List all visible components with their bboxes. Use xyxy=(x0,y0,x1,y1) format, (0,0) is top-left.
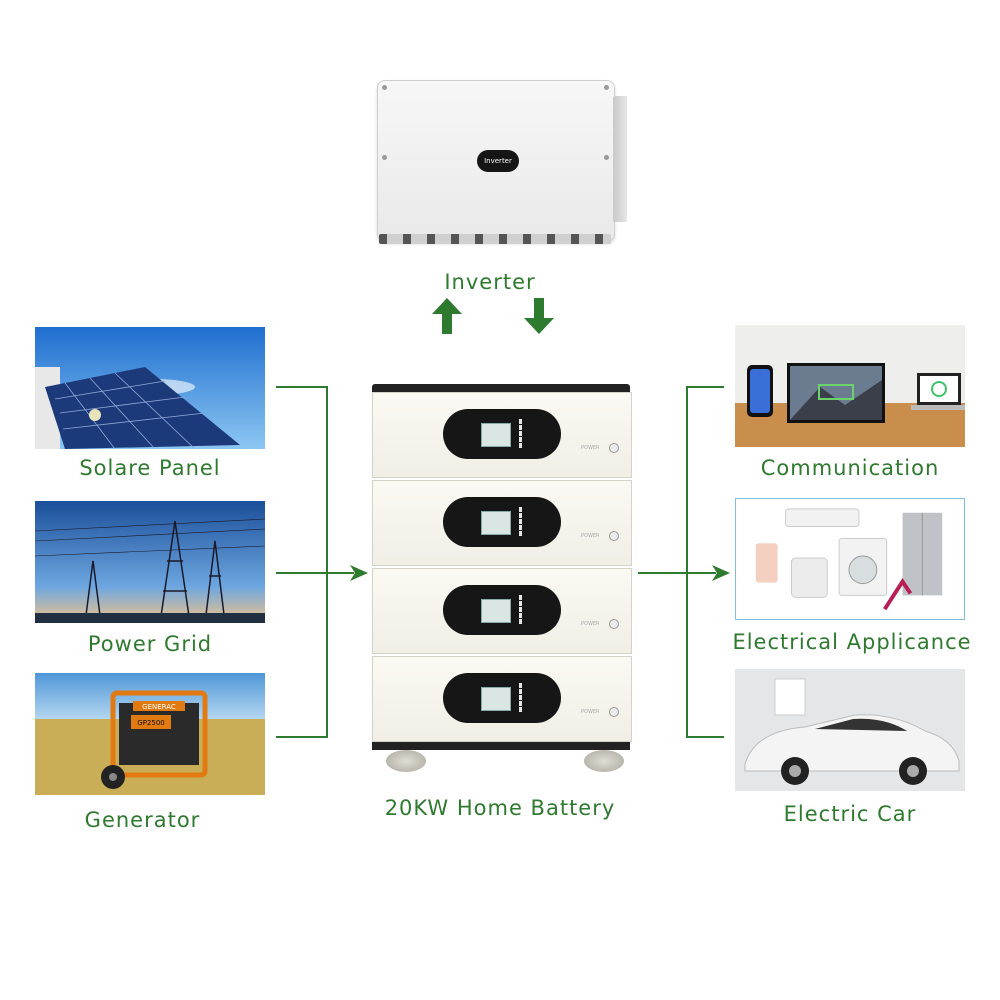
home-battery-image: POWER POWER POWER POWER xyxy=(370,384,632,776)
power-text: POWER xyxy=(581,533,600,539)
battery-label: 20KW Home Battery xyxy=(384,796,616,820)
battery-leds xyxy=(519,419,549,449)
inverter-badge: Inverter xyxy=(477,150,519,172)
inverter-label: Inverter xyxy=(444,270,536,294)
up-arrow-icon xyxy=(432,298,462,334)
battery-screen xyxy=(481,423,511,447)
battery-wheel xyxy=(386,750,426,772)
connector-line xyxy=(686,736,724,738)
connector-line xyxy=(686,386,724,388)
electrical-appliance-label: Electrical Applicance xyxy=(732,630,972,654)
electric-car-image xyxy=(735,669,965,791)
battery-screen xyxy=(481,599,511,623)
battery-module: POWER xyxy=(372,568,632,654)
electrical-appliance-image xyxy=(735,498,965,620)
solar-panel-image xyxy=(35,327,265,449)
power-text: POWER xyxy=(581,621,600,627)
power-text: POWER xyxy=(581,445,600,451)
power-button xyxy=(609,531,619,541)
connector-line xyxy=(686,572,716,574)
power-button xyxy=(609,707,619,717)
screw xyxy=(604,85,609,90)
electric-car-label: Electric Car xyxy=(783,802,917,826)
connector-line xyxy=(326,572,354,574)
battery-screen xyxy=(481,511,511,535)
inverter-image: Inverter xyxy=(375,78,629,248)
power-text: POWER xyxy=(581,709,600,715)
right-arrow-icon xyxy=(350,565,368,581)
right-arrow-icon xyxy=(712,565,730,581)
communication-image xyxy=(735,325,965,447)
inverter-side-panel xyxy=(613,96,627,222)
screw xyxy=(604,155,609,160)
battery-leds xyxy=(519,683,549,713)
connector-line xyxy=(276,572,328,574)
screw xyxy=(382,85,387,90)
connector-line xyxy=(276,736,328,738)
power-button xyxy=(609,619,619,629)
battery-module: POWER xyxy=(372,392,632,478)
battery-display xyxy=(443,673,561,723)
connector-line xyxy=(276,386,328,388)
battery-wheel xyxy=(584,750,624,772)
generator-image: GENERAC GP2500 xyxy=(35,673,265,795)
connector-line xyxy=(326,386,328,738)
connector-line xyxy=(638,572,688,574)
generator-model-text: GP2500 xyxy=(137,719,164,727)
down-arrow-icon xyxy=(524,298,554,334)
communication-label: Communication xyxy=(760,456,940,480)
battery-module: POWER xyxy=(372,656,632,742)
connector-line xyxy=(686,386,688,738)
power-grid-label: Power Grid xyxy=(87,632,213,656)
battery-leds xyxy=(519,595,549,625)
inverter-connectors xyxy=(379,234,611,244)
battery-top-cap xyxy=(372,384,630,392)
battery-display xyxy=(443,409,561,459)
power-button xyxy=(609,443,619,453)
generator-label: Generator xyxy=(84,808,201,832)
battery-screen xyxy=(481,687,511,711)
solar-panel-label: Solare Panel xyxy=(79,456,221,480)
battery-base xyxy=(372,742,630,750)
battery-module: POWER xyxy=(372,480,632,566)
battery-leds xyxy=(519,507,549,537)
power-grid-image xyxy=(35,501,265,623)
inverter-body: Inverter xyxy=(377,80,615,242)
screw xyxy=(382,155,387,160)
battery-display xyxy=(443,497,561,547)
battery-display xyxy=(443,585,561,635)
generator-brand-text: GENERAC xyxy=(142,703,176,711)
